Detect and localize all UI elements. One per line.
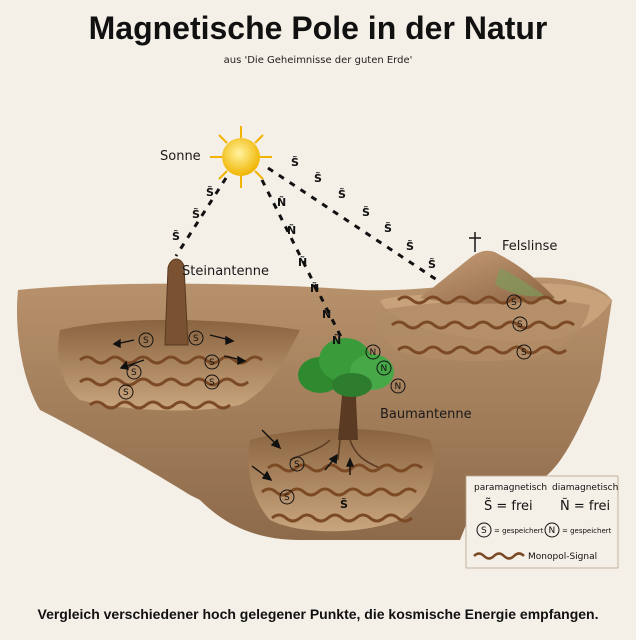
wave-bottom-2 bbox=[261, 487, 417, 497]
stored-n: N bbox=[376, 360, 392, 376]
wave-left-2 bbox=[79, 377, 249, 387]
legend-signal: Monopol-Signal bbox=[528, 552, 597, 562]
page-subtitle: aus 'Die Geheimnisse der guten Erde' bbox=[223, 55, 413, 66]
page-title: Magnetische Pole in der Natur bbox=[88, 10, 548, 46]
svg-text:S: S bbox=[284, 493, 290, 503]
symbol-s-free: S̃ bbox=[428, 258, 436, 271]
footer-caption: Vergleich verschiedener hoch gelegener P… bbox=[37, 606, 599, 622]
stored-s: S bbox=[126, 364, 142, 380]
stored-s: S bbox=[279, 489, 295, 505]
wave-left-1 bbox=[79, 355, 263, 365]
symbol-n-free: Ñ bbox=[332, 334, 341, 347]
svg-text:N: N bbox=[395, 382, 402, 392]
stored-symbols: S S S S S S S S S S S N N N bbox=[118, 294, 532, 505]
symbol-s-free: S̃ bbox=[384, 222, 392, 235]
svg-text:S: S bbox=[209, 378, 215, 388]
rock-moss bbox=[495, 268, 545, 297]
symbol-s-free: S̃ bbox=[340, 498, 348, 511]
svg-text:S: S bbox=[481, 526, 487, 536]
stored-s: S bbox=[506, 294, 522, 310]
symbol-n-free: Ñ bbox=[287, 224, 296, 237]
svg-text:S: S bbox=[131, 368, 137, 378]
wave-bottom-1 bbox=[267, 463, 423, 473]
monopol-signal-waves bbox=[79, 295, 575, 523]
pit-bottom bbox=[248, 428, 434, 532]
stored-s: S bbox=[516, 344, 532, 360]
stored-s: S bbox=[204, 354, 220, 370]
label-sun: Sonne bbox=[160, 149, 201, 164]
label-stone-antenna: Steinantenne bbox=[182, 264, 269, 279]
wave-left-3 bbox=[89, 400, 231, 410]
svg-text:S: S bbox=[143, 336, 149, 346]
flow-arrows bbox=[112, 334, 355, 482]
svg-text:S: S bbox=[511, 298, 517, 308]
stored-s: S bbox=[289, 456, 305, 472]
legend-paramagnetic: paramagnetisch bbox=[474, 483, 547, 493]
legend-s-free: S̃ = frei bbox=[484, 499, 533, 514]
symbol-s-free: S̃ bbox=[291, 156, 299, 169]
free-n-symbols: Ñ Ñ Ñ Ñ Ñ Ñ bbox=[277, 196, 341, 347]
label-tree-antenna: Baumantenne bbox=[380, 407, 472, 422]
svg-text:N: N bbox=[549, 526, 556, 536]
symbol-n-free: Ñ bbox=[310, 282, 319, 295]
svg-text:S: S bbox=[193, 334, 199, 344]
free-s-symbols: S̃ S̃ S̃ S̃ S̃ S̃ S̃ S̃ S̃ S̃ S̃ bbox=[172, 156, 436, 511]
legend: paramagnetisch diamagnetisch S̃ = frei Ñ… bbox=[465, 475, 619, 569]
tree-icon bbox=[289, 338, 394, 469]
symbol-n-free: Ñ bbox=[322, 308, 331, 321]
stored-s: S bbox=[204, 374, 220, 390]
legend-n-stored: = gespeichert bbox=[562, 527, 612, 535]
symbol-s-free: S̃ bbox=[206, 186, 214, 199]
symbol-s-free: S̃ bbox=[338, 188, 346, 201]
label-rock: Felslinse bbox=[502, 239, 557, 254]
svg-text:S: S bbox=[521, 348, 527, 358]
stone-antenna-pillar bbox=[164, 258, 189, 346]
cross-icon bbox=[469, 232, 481, 252]
svg-text:N: N bbox=[370, 348, 377, 358]
wave-right-2 bbox=[391, 320, 575, 330]
symbol-s-free: S̃ bbox=[406, 240, 414, 253]
legend-s-stored: = gespeichert bbox=[494, 527, 544, 535]
svg-text:S: S bbox=[123, 388, 129, 398]
wave-bottom-3 bbox=[271, 513, 413, 523]
svg-text:S: S bbox=[209, 358, 215, 368]
legend-n-free: Ñ = frei bbox=[560, 498, 610, 514]
symbol-n-free: Ñ bbox=[298, 256, 307, 269]
symbol-s-free: S̃ bbox=[172, 230, 180, 243]
legend-diamagnetic: diamagnetisch bbox=[552, 483, 618, 493]
wave-right-3 bbox=[397, 345, 567, 355]
symbol-s-free: S̃ bbox=[314, 172, 322, 185]
stored-n: N bbox=[390, 378, 406, 394]
symbol-s-free: S̃ bbox=[192, 208, 200, 221]
stored-s: S bbox=[188, 330, 204, 346]
svg-text:N: N bbox=[381, 364, 388, 374]
stored-s: S bbox=[138, 332, 154, 348]
stored-n: N bbox=[365, 344, 381, 360]
symbol-s-free: S̃ bbox=[362, 206, 370, 219]
symbol-n-free: Ñ bbox=[277, 196, 286, 209]
stored-s: S bbox=[118, 384, 134, 400]
stored-s: S bbox=[512, 316, 528, 332]
svg-text:S: S bbox=[517, 320, 523, 330]
svg-text:S: S bbox=[294, 460, 300, 470]
sun-icon bbox=[210, 126, 272, 188]
wave-right-1 bbox=[397, 295, 567, 305]
energy-rays bbox=[174, 166, 441, 346]
